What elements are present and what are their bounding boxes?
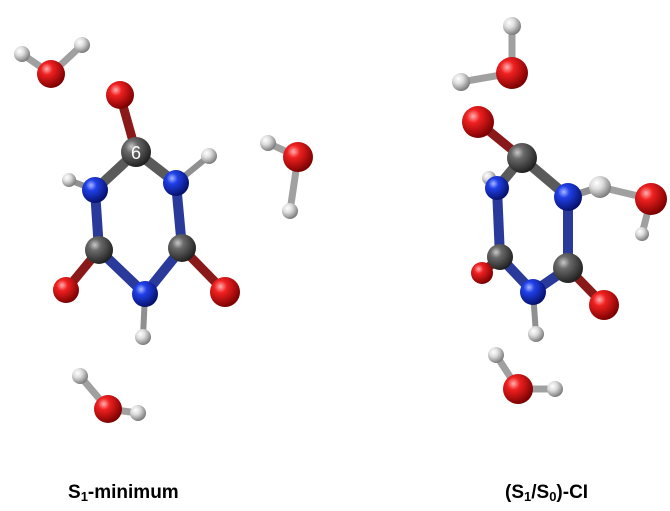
water-hydrogen-atom: [130, 405, 146, 421]
water-hydrogen-atom: [14, 46, 30, 62]
caption-s1-minimum: S1-minimum: [68, 482, 179, 504]
nh-hydrogen-atom: [62, 173, 76, 187]
caption-ci-tail: )-CI: [556, 482, 589, 503]
carbon-atom: [487, 244, 513, 270]
caption-s1-minimum-subscript: 1: [80, 489, 88, 504]
molecule-s1-minimum: 6: [14, 37, 313, 423]
carbonyl-oxygen-atom: [106, 81, 134, 109]
caption-s1-minimum-main: S: [68, 482, 81, 503]
carbonyl-oxygen-atom: [210, 277, 240, 307]
water-oxygen-atom: [503, 374, 533, 404]
water-hydrogen-atom: [260, 135, 276, 151]
carbonyl-oxygen-atom: [589, 290, 619, 320]
water-hydrogen-atom: [74, 37, 90, 53]
water-hydrogen-atom: [452, 73, 470, 91]
nitrogen-atom: [82, 177, 108, 203]
carbon-atom: [553, 253, 583, 283]
water-hydrogen-atom: [503, 17, 521, 35]
carbon-atom: [168, 234, 196, 262]
atom-label-6: 6: [131, 143, 141, 163]
water-oxygen-atom: [635, 183, 667, 215]
water-hydrogen-atom: [488, 347, 504, 363]
nitrogen-atom: [554, 183, 582, 211]
nitrogen-atom: [132, 281, 158, 307]
caption-s1-minimum-tail: -minimum: [87, 482, 179, 503]
nitrogen-atom: [485, 176, 509, 200]
water-oxygen-atom: [496, 57, 528, 89]
carbonyl-oxygen-atom: [471, 262, 493, 284]
water-hydrogen-atom: [547, 381, 563, 397]
transferring-hydrogen-atom: [589, 176, 611, 198]
carbonyl-oxygen-atom: [462, 106, 494, 138]
water-hydrogen-atom: [635, 227, 649, 241]
nh-hydrogen-atom: [135, 329, 151, 345]
nh-hydrogen-atom: [201, 148, 217, 164]
caption-ci-open: (S: [505, 482, 524, 503]
nh-hydrogen-atom: [528, 326, 544, 342]
carbon-atom: [85, 236, 113, 264]
caption-s1-s0-ci: (S1/S0)-CI: [505, 482, 588, 504]
water-hydrogen-atom: [282, 203, 298, 219]
water-oxygen-atom: [94, 395, 122, 423]
nitrogen-atom: [163, 170, 189, 196]
caption-ci-subscript-1: 1: [524, 489, 532, 504]
water-oxygen-atom: [283, 142, 313, 172]
water-oxygen-atom: [37, 60, 65, 88]
molecule-s1-s0-ci: [452, 17, 667, 404]
caption-ci-mid: /S: [531, 482, 550, 503]
carbonyl-oxygen-atom: [53, 277, 79, 303]
water-hydrogen-atom: [72, 368, 88, 384]
carbon-atom: [507, 143, 537, 173]
carbon-atom-6: [121, 137, 151, 167]
caption-ci-subscript-0: 0: [549, 489, 557, 504]
nitrogen-atom: [520, 279, 546, 305]
